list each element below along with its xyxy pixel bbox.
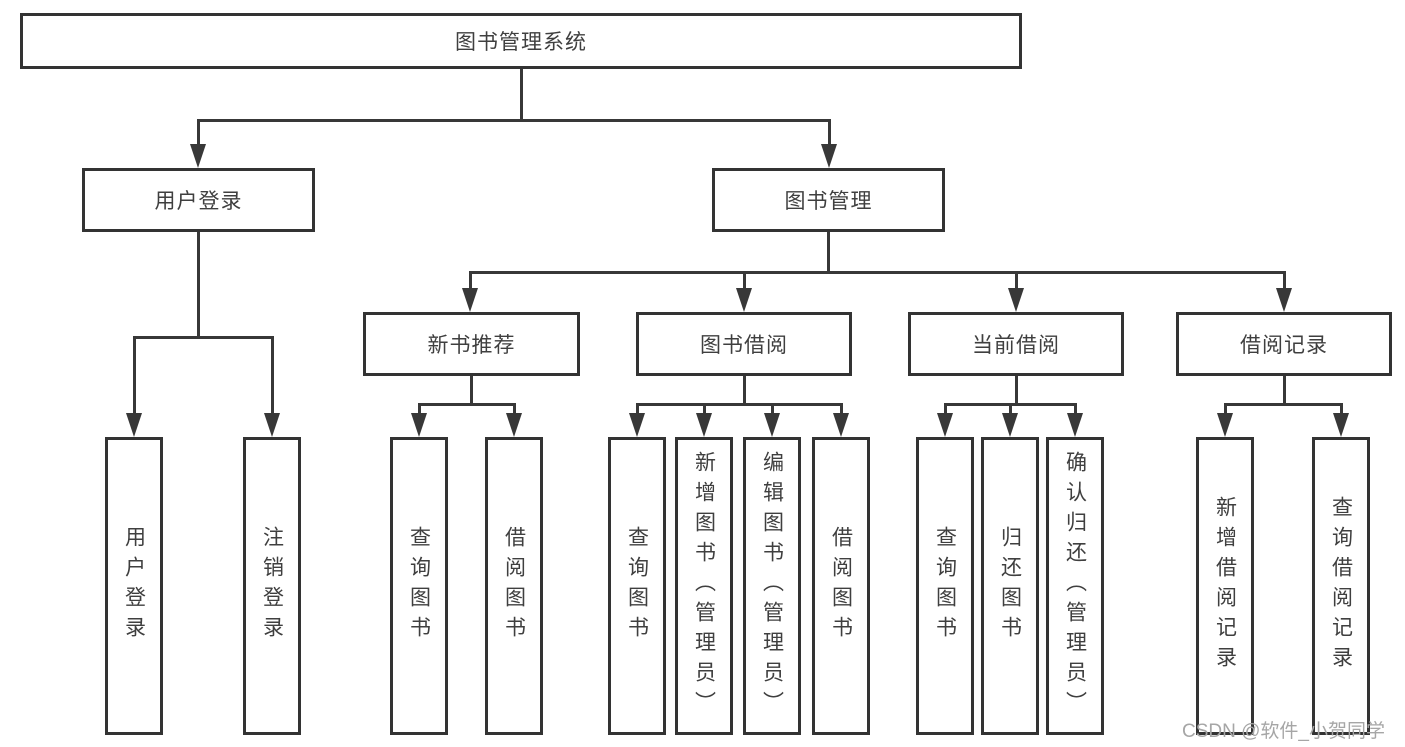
node-borrowing-records: 借阅记录 xyxy=(1176,312,1392,376)
node-logout: 注销登录 xyxy=(243,437,301,735)
connector-line xyxy=(133,336,273,339)
node-query-borrow-record: 查询借阅记录 xyxy=(1312,437,1370,735)
connector-line xyxy=(827,232,830,271)
arrowhead-down-icon xyxy=(264,413,280,437)
node-query-books-borrowing: 查询图书 xyxy=(608,437,666,735)
arrowhead-down-icon xyxy=(1333,413,1349,437)
arrowhead-down-icon xyxy=(1008,288,1024,312)
connector-line xyxy=(469,271,472,290)
connector-line xyxy=(636,403,639,415)
arrowhead-down-icon xyxy=(833,413,849,437)
arrowhead-down-icon xyxy=(1067,413,1083,437)
arrowhead-down-icon xyxy=(696,413,712,437)
node-user-login: 用户登录 xyxy=(82,168,315,232)
node-user-login-leaf: 用户登录 xyxy=(105,437,163,735)
node-edit-book-admin: 编辑图书（管理员） xyxy=(743,437,801,735)
arrowhead-down-icon xyxy=(190,144,206,168)
connector-line xyxy=(418,403,515,406)
node-query-books-current: 查询图书 xyxy=(916,437,974,735)
connector-line xyxy=(197,119,200,146)
node-book-management: 图书管理 xyxy=(712,168,945,232)
connector-line xyxy=(418,403,421,415)
connector-line xyxy=(1224,403,1342,406)
node-current-borrowing: 当前借阅 xyxy=(908,312,1124,376)
connector-line xyxy=(771,403,774,415)
connector-line xyxy=(1009,403,1012,415)
node-borrow-books-borrowing: 借阅图书 xyxy=(812,437,870,735)
node-add-book-admin: 新增图书（管理员） xyxy=(675,437,733,735)
node-borrow-books-recommend: 借阅图书 xyxy=(485,437,543,735)
arrowhead-down-icon xyxy=(821,144,837,168)
arrowhead-down-icon xyxy=(462,288,478,312)
connector-line xyxy=(1340,403,1343,415)
arrowhead-down-icon xyxy=(1002,413,1018,437)
connector-line xyxy=(470,376,473,403)
connector-line xyxy=(133,336,136,415)
arrowhead-down-icon xyxy=(937,413,953,437)
arrowhead-down-icon xyxy=(1276,288,1292,312)
connector-line xyxy=(828,119,831,146)
connector-line xyxy=(513,403,516,415)
connector-line xyxy=(743,376,746,403)
arrowhead-down-icon xyxy=(1217,413,1233,437)
arrowhead-down-icon xyxy=(411,413,427,437)
connector-line xyxy=(743,271,746,290)
connector-line xyxy=(1283,271,1286,290)
connector-line xyxy=(1015,271,1018,290)
watermark: CSDN @软件_小贺同学 xyxy=(1182,721,1385,742)
connector-line xyxy=(1074,403,1077,415)
connector-line xyxy=(1015,376,1018,403)
connector-line xyxy=(520,69,523,119)
arrowhead-down-icon xyxy=(764,413,780,437)
node-return-book: 归还图书 xyxy=(981,437,1039,735)
connector-line xyxy=(944,403,947,415)
node-book-borrowing: 图书借阅 xyxy=(636,312,852,376)
node-confirm-return-admin: 确认归还（管理员） xyxy=(1046,437,1104,735)
connector-line xyxy=(703,403,706,415)
node-query-books-recommend: 查询图书 xyxy=(390,437,448,735)
connector-line xyxy=(469,271,1285,274)
connector-line xyxy=(636,403,842,406)
connector-line xyxy=(1283,376,1286,403)
node-add-borrow-record: 新增借阅记录 xyxy=(1196,437,1254,735)
connector-line xyxy=(1224,403,1227,415)
arrowhead-down-icon xyxy=(736,288,752,312)
node-root: 图书管理系统 xyxy=(20,13,1022,69)
node-new-book-recommend: 新书推荐 xyxy=(363,312,580,376)
connector-line xyxy=(840,403,843,415)
connector-line xyxy=(197,232,200,336)
connector-line xyxy=(271,336,274,415)
connector-line xyxy=(197,119,830,122)
arrowhead-down-icon xyxy=(126,413,142,437)
arrowhead-down-icon xyxy=(629,413,645,437)
arrowhead-down-icon xyxy=(506,413,522,437)
